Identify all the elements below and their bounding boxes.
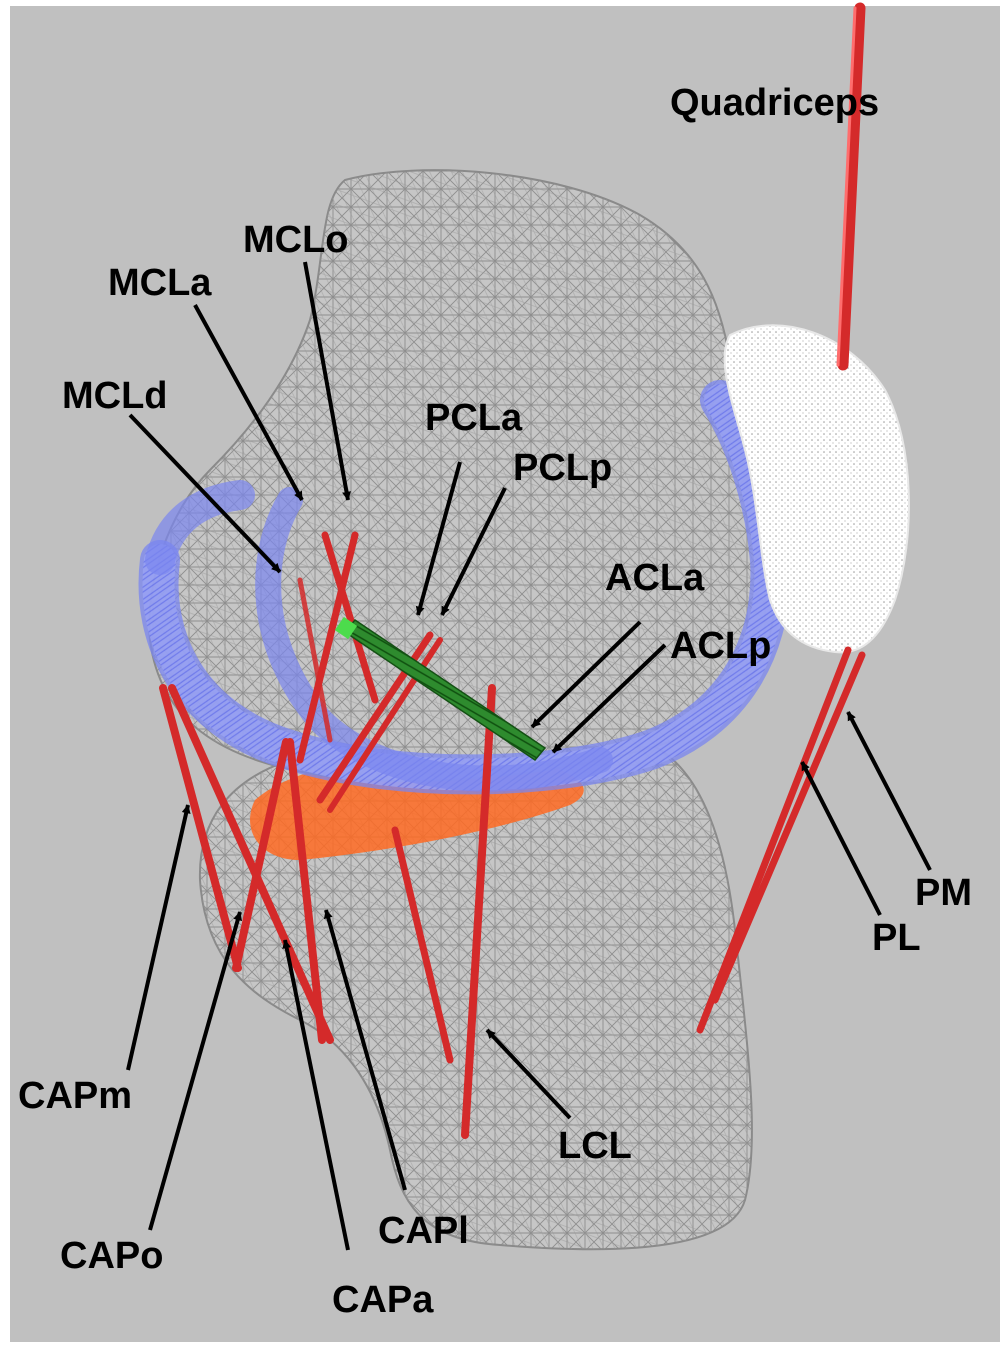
label-pl: PL: [872, 917, 921, 959]
label-capa: CAPa: [332, 1279, 434, 1321]
label-acla: ACLa: [605, 557, 705, 599]
label-pcla: PCLa: [425, 397, 523, 439]
label-capm: CAPm: [18, 1075, 132, 1117]
label-mcld: MCLd: [62, 375, 168, 417]
label-capl: CAPl: [378, 1210, 469, 1252]
label-mcla: MCLa: [108, 262, 212, 304]
label-aclp: ACLp: [670, 625, 771, 667]
label-mclo: MCLo: [243, 219, 349, 261]
label-pm: PM: [915, 872, 972, 914]
label-pclp: PCLp: [513, 447, 612, 489]
label-quadriceps: Quadriceps: [670, 82, 879, 124]
label-lcl: LCL: [558, 1125, 632, 1167]
label-capo: CAPo: [60, 1235, 163, 1277]
